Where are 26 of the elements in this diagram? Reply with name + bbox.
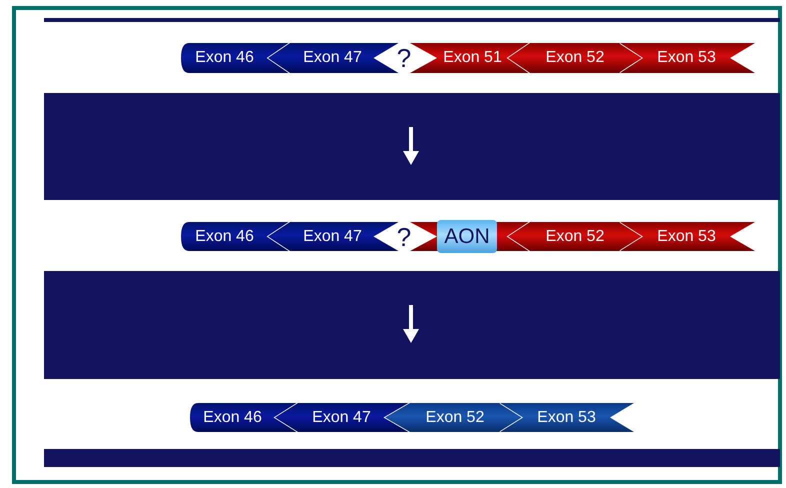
exon-label: Exon 51	[443, 49, 502, 67]
exon-label: Exon 53	[657, 228, 716, 246]
exon-segment	[275, 403, 410, 432]
question-mark: ?	[396, 45, 412, 71]
exon-segment	[385, 403, 523, 432]
exon-label: Exon 46	[195, 49, 254, 67]
exon-label: Exon 52	[426, 408, 484, 426]
exon-label: Exon 47	[303, 49, 362, 67]
exon-segment	[508, 222, 643, 251]
exon-label: Exon 53	[537, 408, 596, 426]
aon-label: AON	[444, 224, 490, 248]
exon-segment	[508, 43, 643, 73]
exon-segment	[500, 403, 634, 432]
exon-label: Exon 52	[546, 49, 604, 67]
exon-label: Exon 46	[203, 408, 262, 426]
exon-label: Exon 47	[312, 408, 371, 426]
exon-label: Exon 47	[303, 228, 362, 246]
exon-segment	[410, 43, 530, 73]
exon-segment	[181, 43, 290, 73]
aon-box	[437, 220, 497, 253]
exon-segment	[620, 43, 755, 73]
exon-label: Exon 46	[195, 228, 254, 246]
exon-segment	[620, 222, 755, 251]
exon-label: Exon 53	[657, 49, 716, 67]
question-mark: ?	[396, 224, 412, 250]
exon-label: Exon 52	[546, 228, 604, 246]
